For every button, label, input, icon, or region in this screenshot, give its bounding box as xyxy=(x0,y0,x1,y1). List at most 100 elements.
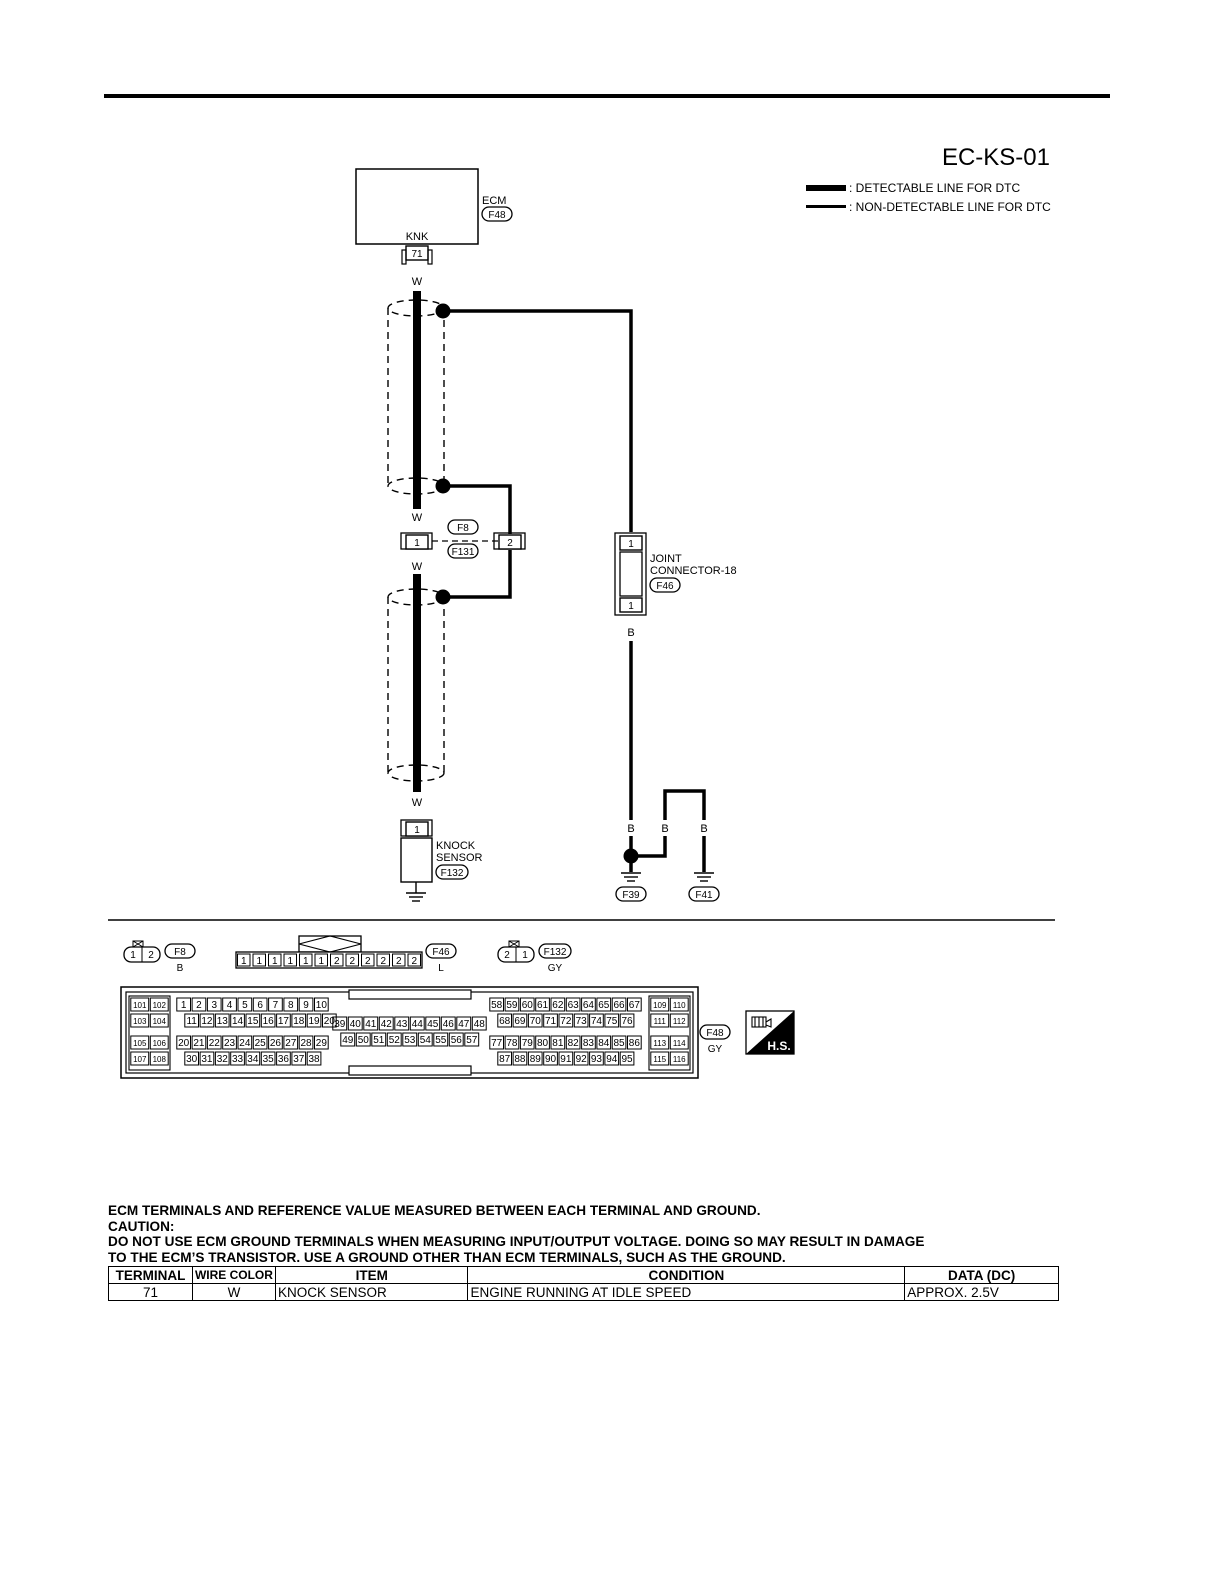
f48-pin: 104 xyxy=(153,1017,167,1026)
harness-bottom-code: F131 xyxy=(452,547,475,558)
table-row: 71 W KNOCK SENSOR ENGINE RUNNING AT IDLE… xyxy=(108,1283,1059,1301)
connector-view-f8: 1 2 F8 B xyxy=(123,940,196,974)
f48-code: F48 xyxy=(706,1028,724,1039)
f48-pin: 43 xyxy=(396,1019,408,1030)
ground-code-2-tag xyxy=(688,886,720,902)
f48-pin-cell xyxy=(149,997,169,1012)
f48-pin: 60 xyxy=(522,1000,534,1011)
f48-pin-cell xyxy=(291,1013,307,1028)
f48-pin: 115 xyxy=(653,1055,666,1064)
f48-pin: 59 xyxy=(506,1000,518,1011)
f48-color: GY xyxy=(708,1044,723,1055)
f48-pin-cell xyxy=(306,1013,322,1028)
legend: : DETECTABLE LINE FOR DTC : NON-DETECTAB… xyxy=(806,181,1051,214)
header-wire-color: WIRE COLOR xyxy=(191,1266,276,1284)
f46-pin-cell xyxy=(345,953,359,967)
joint-pin-bottom: 1 xyxy=(628,601,634,612)
page-code: EC-KS-01 xyxy=(942,144,1050,171)
f48-pin-cell xyxy=(371,1032,387,1047)
f48-pin-cell xyxy=(199,1013,215,1028)
f48-pin: 68 xyxy=(499,1016,511,1027)
f48-pin: 108 xyxy=(153,1055,167,1064)
f46-pin: 2 xyxy=(380,956,386,967)
knock-sensor: W 1 KNOCK SENSOR F132 xyxy=(400,797,483,902)
f48-pin: 74 xyxy=(591,1016,603,1027)
f48-pin-cell xyxy=(504,1035,520,1050)
f48-pin: 41 xyxy=(365,1019,377,1030)
f46-pin: 2 xyxy=(411,956,417,967)
f48-pin-cell xyxy=(276,1013,291,1028)
f48-pin: 72 xyxy=(560,1016,572,1027)
f48-pin-cell xyxy=(222,997,237,1012)
f48-pin: 46 xyxy=(443,1019,455,1030)
f48-pin: 62 xyxy=(552,1000,564,1011)
f48-pin-cell xyxy=(130,1035,150,1050)
ground-wires xyxy=(629,641,706,872)
f48-pin: 91 xyxy=(560,1054,572,1065)
f48-pin: 77 xyxy=(491,1038,503,1049)
legend-thin-line xyxy=(806,205,846,208)
f48-pin-cell xyxy=(456,1016,472,1031)
f46-pin-cell xyxy=(299,953,313,967)
f48-pin: 2 xyxy=(196,1000,202,1011)
f48-pin-cell xyxy=(409,1016,425,1031)
f48-pin: 12 xyxy=(201,1016,213,1027)
joint-pin-bottom-box xyxy=(619,597,643,613)
f48-pin-cell xyxy=(206,1035,222,1050)
ecm-terminal-name: KNK xyxy=(406,231,429,243)
f48-pin: 109 xyxy=(653,1001,667,1010)
hs-badge: H.S. xyxy=(745,1010,795,1055)
f48-pin: 94 xyxy=(606,1054,618,1065)
ground-wire-2-label: B xyxy=(661,823,668,835)
shield-splice-3 xyxy=(435,589,451,605)
f48-pin: 76 xyxy=(621,1016,633,1027)
f48-pin-cell xyxy=(355,1032,371,1047)
f48-pin-cell xyxy=(573,1013,589,1028)
cell-terminal: 71 xyxy=(108,1283,193,1301)
f48-pin-cell xyxy=(306,1051,322,1066)
f48-pin-cell xyxy=(471,1016,487,1031)
f46-pin-cell xyxy=(407,953,421,967)
f48-pin: 28 xyxy=(300,1038,312,1049)
f46-pin: 1 xyxy=(287,956,293,967)
f48-pin: 18 xyxy=(293,1016,305,1027)
f46-code: F46 xyxy=(432,947,450,958)
f48-pin: 53 xyxy=(404,1035,416,1046)
connector-icon xyxy=(751,1016,772,1028)
f8-code: F8 xyxy=(174,947,186,958)
f48-pin: 22 xyxy=(209,1038,221,1049)
f48-pin: 101 xyxy=(133,1001,147,1010)
ground-splice xyxy=(623,848,639,864)
f46-pin-cell xyxy=(268,953,282,967)
f48-pin: 106 xyxy=(153,1039,167,1048)
f48-pin: 67 xyxy=(629,1000,641,1011)
f48-pin: 111 xyxy=(654,1017,667,1026)
f48-pin: 80 xyxy=(537,1038,549,1049)
f48-pin-cell xyxy=(512,1013,528,1028)
f48-pin-cell xyxy=(535,1035,550,1050)
f48-pin-cell xyxy=(283,1035,299,1050)
f48-pin: 69 xyxy=(514,1016,526,1027)
ecm-wire-color: W xyxy=(412,276,423,288)
f48-pin-cell xyxy=(527,1013,543,1028)
f48-pin-cell xyxy=(581,1035,596,1050)
f48-pin-cell xyxy=(386,1032,402,1047)
f48-pin: 55 xyxy=(435,1035,447,1046)
joint-name-line1: JOINT xyxy=(650,553,682,565)
f48-pin: 86 xyxy=(629,1038,641,1049)
ecm-connector-tag xyxy=(481,206,513,222)
f46-pin-cell xyxy=(376,953,390,967)
f48-pin-cell xyxy=(604,1051,620,1066)
f48-pin-cell xyxy=(669,1035,689,1050)
f48-pin: 85 xyxy=(613,1038,625,1049)
f48-pin: 112 xyxy=(673,1017,686,1026)
f48-pin-cell xyxy=(619,1051,635,1066)
f48-pin-cell xyxy=(519,1035,535,1050)
f46-color: L xyxy=(438,963,444,974)
f48-pin-cell xyxy=(184,1013,200,1028)
f48-pin: 114 xyxy=(673,1039,686,1048)
table-header-row: TERMINAL WIRE COLOR ITEM CONDITION DATA … xyxy=(108,1266,1059,1284)
harness-pin-b: 2 xyxy=(507,538,513,549)
f48-pin: 3 xyxy=(211,1000,217,1011)
cell-condition: ENGINE RUNNING AT IDLE SPEED xyxy=(467,1283,906,1301)
